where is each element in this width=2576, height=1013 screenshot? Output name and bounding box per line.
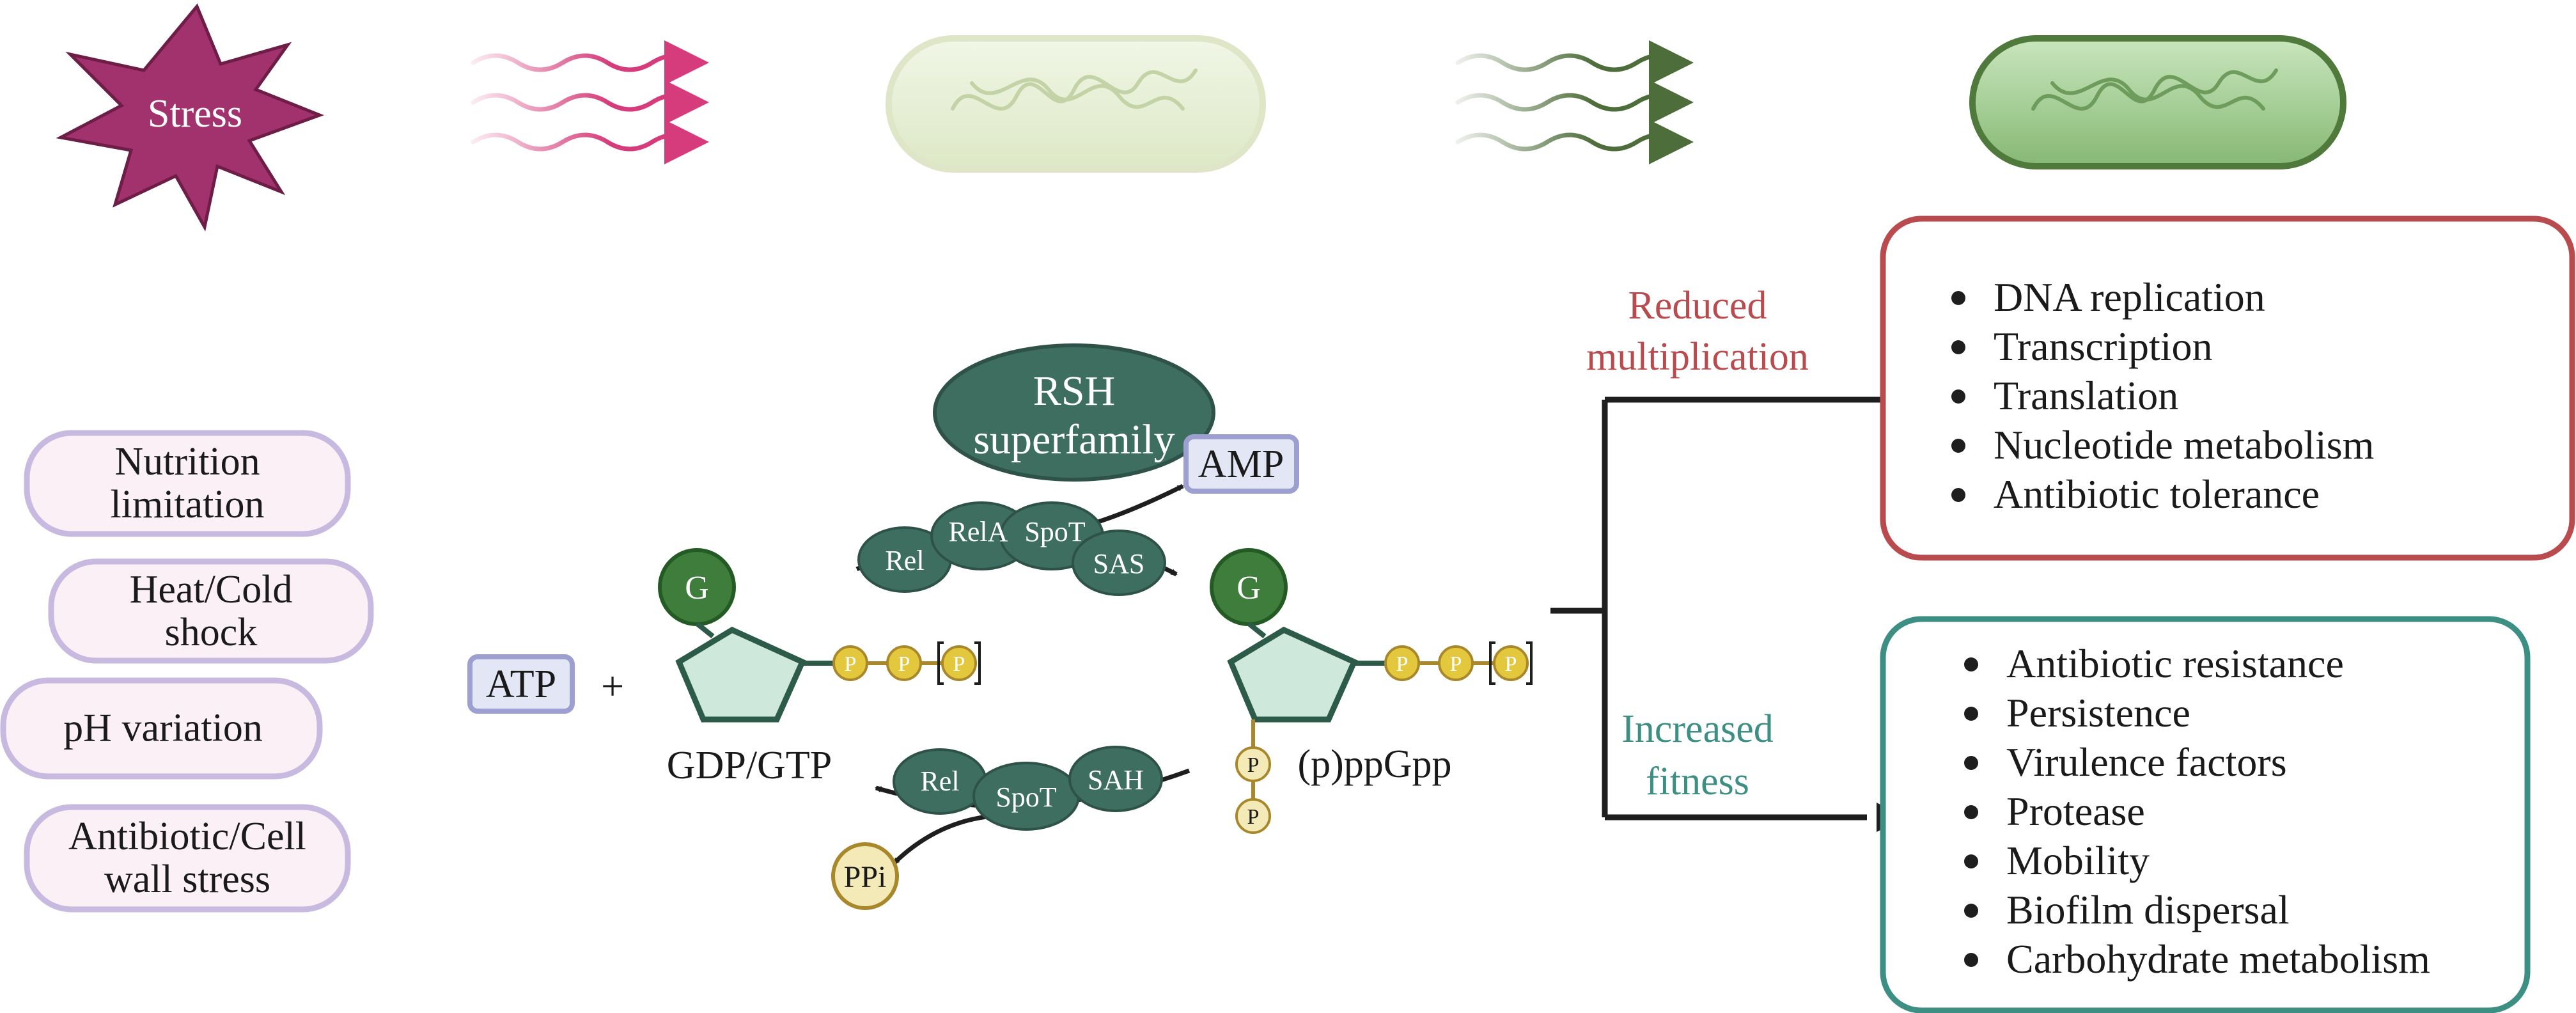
stressor-ph: pH variation — [63, 706, 263, 750]
gdp-phosphate-3 — [941, 645, 977, 681]
enzyme-rela-label: RelA — [948, 516, 1008, 547]
list-item: Virulence factors — [1956, 737, 2430, 787]
pink-wave-arrow-2 — [471, 80, 709, 125]
list-item: Nucleotide metabolism — [1944, 420, 2374, 469]
ppgpp-g-label: G — [1237, 570, 1261, 606]
list-item: Antibiotic tolerance — [1944, 469, 2374, 519]
enzyme-rel-hydro-label: Rel — [920, 766, 960, 797]
ppgpp-label: (p)ppGpp — [1297, 742, 1452, 786]
stressor-box-3 — [0, 677, 323, 780]
ppgpp-3p-p1-label: P — [1247, 753, 1260, 777]
stressor-box-1 — [24, 430, 351, 537]
reduced-outcome-box — [1880, 216, 2575, 561]
list-item: DNA replication — [1944, 272, 2374, 322]
list-item: Translation — [1944, 371, 2374, 420]
rsh-title-line1: RSH — [1033, 368, 1116, 414]
ppgpp-3p-p2-label: P — [1247, 805, 1260, 829]
stressor-box-4 — [24, 804, 351, 913]
pink-wave-arrow-3 — [471, 120, 709, 164]
increased-outcome-box — [1880, 616, 2531, 1013]
enzyme-sas-label: SAS — [1093, 548, 1145, 579]
green-wave-arrow-1 — [1455, 40, 1694, 85]
gdp-p1-label: P — [844, 652, 857, 676]
stressor-nutrition: Nutrition limitation — [110, 440, 265, 526]
green-wave-arrow-2 — [1455, 80, 1694, 125]
enzyme-sah-label: SAH — [1087, 764, 1144, 796]
stress-star-shape — [56, 3, 325, 232]
list-item: Carbohydrate metabolism — [1956, 934, 2430, 984]
hydrolase-enzymes — [893, 746, 1163, 831]
rsh-title-line2: superfamily — [973, 416, 1175, 463]
amp-branch-arrow — [1089, 483, 1184, 527]
rsh-ellipse — [933, 343, 1215, 482]
plus-sign: + — [600, 663, 625, 709]
ppi-label: PPi — [843, 860, 887, 894]
stressor-antibiotic: Antibiotic/Cell wall stress — [68, 815, 306, 901]
atp-box — [467, 654, 575, 714]
enzyme-rel-synth-label: Rel — [885, 545, 925, 576]
list-item: Protease — [1956, 787, 2430, 836]
ppgpp-phosphate-3 — [1493, 645, 1529, 681]
stress-label: Stress — [147, 92, 243, 136]
gdp-pentagon — [675, 626, 806, 723]
ppgpp-3prime-phosphate-2 — [1235, 798, 1271, 834]
gdp-gtp-label: GDP/GTP — [666, 744, 832, 787]
gdp-p2-label: P — [898, 652, 910, 676]
reduced-outcome-list: DNA replication Transcription Translatio… — [1944, 272, 2374, 519]
ppgpp-p1-label: P — [1396, 652, 1409, 676]
list-item: Persistence — [1956, 688, 2430, 737]
stressor-heat-cold: Heat/Cold shock — [129, 568, 293, 654]
increased-outcome-list: Antibiotic resistance Persistence Virule… — [1956, 639, 2430, 984]
ppgpp-pentagon — [1227, 626, 1358, 723]
increased-label-line2: fitness — [1646, 760, 1749, 803]
ppgpp-p2-label: P — [1449, 652, 1462, 676]
increased-label-line1: Increased — [1621, 707, 1774, 751]
gdp-gtp-molecule — [658, 548, 981, 723]
ppgpp-p3-label: P — [1504, 652, 1517, 676]
list-item: Biofilm dispersal — [1956, 885, 2430, 934]
pink-arrows — [471, 40, 709, 164]
green-wave-arrow-3 — [1455, 120, 1694, 164]
reduced-label-line1: Reduced — [1628, 284, 1767, 327]
ppgpp-molecule — [1210, 548, 1533, 834]
stress-starburst — [56, 3, 325, 232]
pink-wave-arrow-1 — [471, 40, 709, 85]
stressor-box-2 — [48, 558, 374, 664]
stressor-boxes — [0, 430, 374, 913]
enzyme-spot-synth-label: SpoT — [1024, 516, 1086, 547]
ppi-circle — [831, 842, 899, 910]
enzyme-sah — [1068, 746, 1163, 812]
synthetase-enzymes — [857, 501, 1166, 596]
reduced-label-line2: multiplication — [1586, 335, 1809, 379]
atp-label: ATP — [485, 663, 557, 706]
bacterium-pale-icon — [886, 35, 1266, 173]
amp-label: AMP — [1198, 443, 1284, 486]
list-item: Transcription — [1944, 322, 2374, 371]
gdp-g-label: G — [685, 570, 709, 606]
gdp-p3-label: P — [953, 652, 965, 676]
amp-box — [1183, 434, 1299, 494]
bacterium-green-icon — [1969, 35, 2346, 169]
enzyme-spot-hydro-label: SpoT — [995, 781, 1057, 813]
list-item: Antibiotic resistance — [1956, 639, 2430, 688]
list-item: Mobility — [1956, 836, 2430, 885]
green-arrows — [1455, 40, 1694, 164]
enzyme-sas — [1072, 530, 1166, 596]
